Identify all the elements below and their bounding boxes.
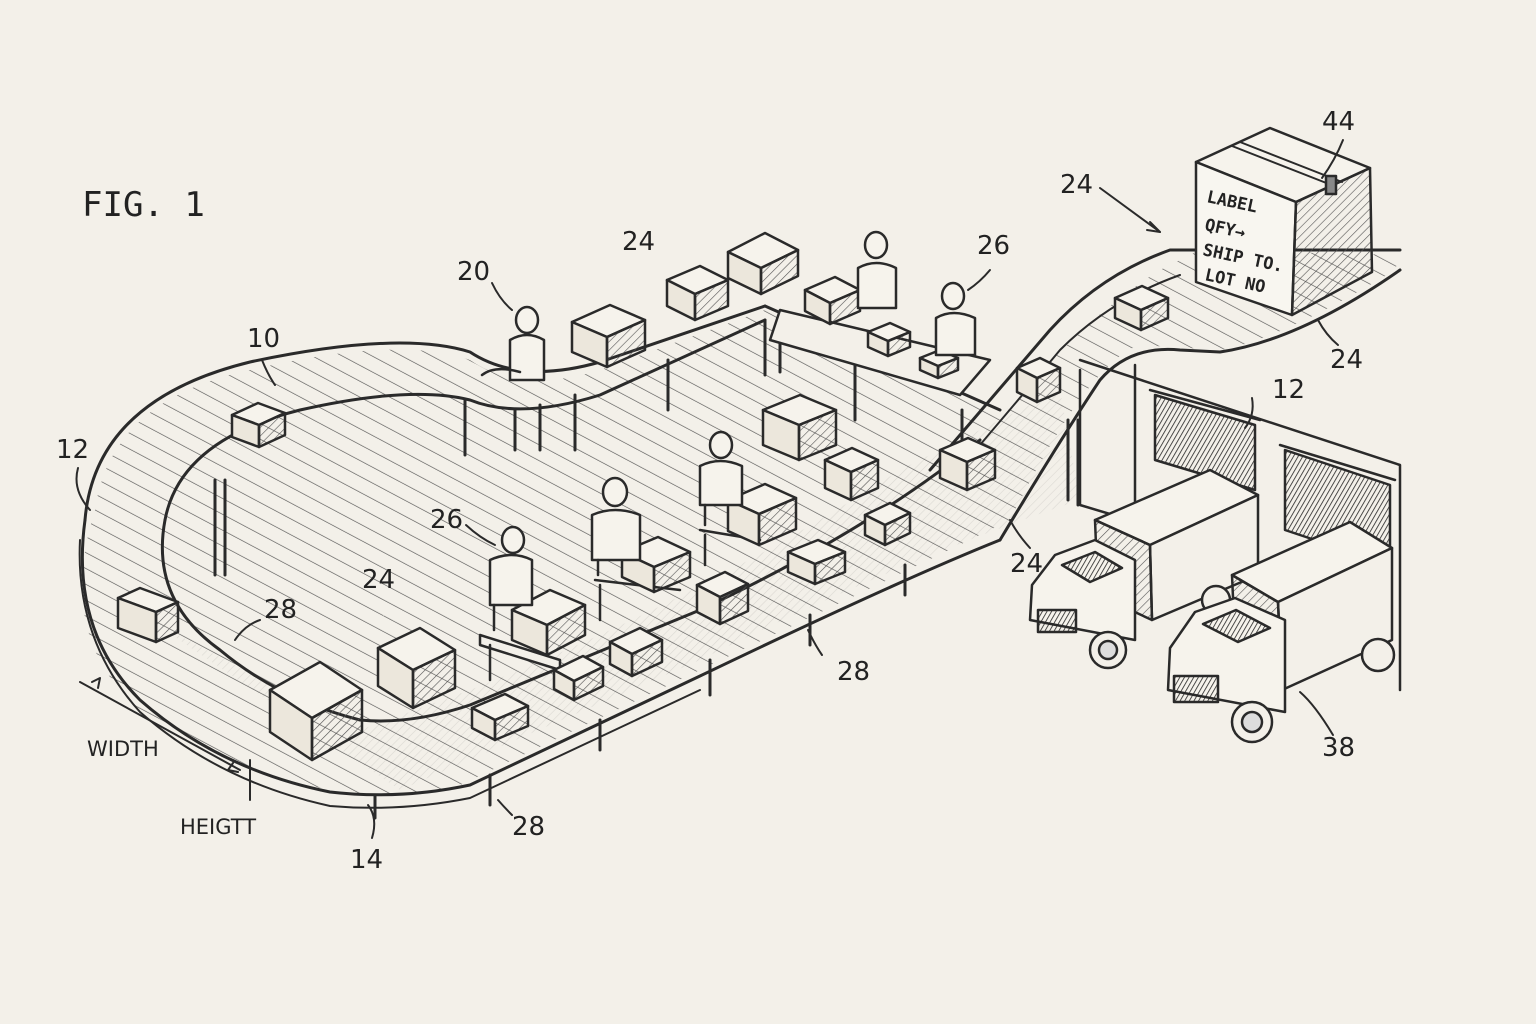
worker-mid-2 bbox=[590, 476, 642, 577]
callout-26-top: 26 bbox=[977, 231, 1010, 261]
box-top-table-1 bbox=[866, 321, 912, 358]
callout-24-floor: 24 bbox=[362, 565, 395, 595]
box-belt-front-4 bbox=[695, 570, 750, 626]
dimension-width-label: WIDTH bbox=[87, 737, 159, 761]
boxes bbox=[116, 126, 1374, 762]
callout-44: 44 bbox=[1322, 107, 1355, 137]
callout-24-top: 24 bbox=[622, 227, 655, 257]
callout-20: 20 bbox=[457, 257, 490, 287]
box-worker-3 bbox=[726, 482, 798, 547]
box-top-row-1 bbox=[570, 303, 647, 369]
callout-12-left: 12 bbox=[56, 435, 89, 465]
box-floor-24 bbox=[376, 626, 457, 710]
callout-28-left: 28 bbox=[264, 595, 297, 625]
box-belt-upper-left bbox=[230, 401, 287, 449]
box-belt-ramp-1 bbox=[938, 436, 997, 492]
box-floor-mid-2 bbox=[823, 446, 880, 502]
callout-24-mid: 24 bbox=[1010, 549, 1043, 579]
box-top-row-2 bbox=[665, 264, 730, 322]
box-belt-front-6 bbox=[863, 501, 912, 547]
workers bbox=[480, 230, 977, 632]
worker-26-top bbox=[934, 281, 977, 357]
truck-back bbox=[1028, 468, 1260, 670]
box-floor-mid-1 bbox=[761, 393, 838, 462]
box-belt-front-1 bbox=[470, 692, 530, 742]
callout-24-arrow: 24 bbox=[1060, 170, 1093, 200]
callout-28-bottom: 28 bbox=[512, 812, 545, 842]
figure-title: FIG. 1 bbox=[82, 185, 205, 225]
box-large-front bbox=[268, 660, 364, 762]
box-belt-front-5 bbox=[786, 538, 847, 586]
box-on-belt-left bbox=[116, 586, 180, 644]
callout-10: 10 bbox=[247, 324, 280, 354]
box-belt-ramp-2 bbox=[1015, 356, 1062, 404]
box-belt-ramp-3 bbox=[1113, 284, 1170, 332]
callout-28-mid: 28 bbox=[837, 657, 870, 687]
worker-top-1 bbox=[856, 230, 898, 310]
box-belt-front-2 bbox=[552, 654, 605, 702]
dimension-height-label: HEIGTT bbox=[180, 815, 256, 839]
box-top-row-3 bbox=[726, 231, 800, 296]
worker-mid-1 bbox=[698, 430, 744, 527]
callout-26-mid: 26 bbox=[430, 505, 463, 535]
support-legs bbox=[213, 318, 1080, 820]
callout-24-right: 24 bbox=[1330, 345, 1363, 375]
callout-38: 38 bbox=[1322, 733, 1355, 763]
worker-20 bbox=[480, 305, 546, 382]
box-worker-1 bbox=[510, 588, 587, 657]
callout-12-dock: 12 bbox=[1272, 375, 1305, 405]
box-belt-front-3 bbox=[608, 626, 664, 678]
truck-front-38 bbox=[1166, 520, 1396, 744]
labeled-shipping-box bbox=[1194, 126, 1374, 317]
callout-14: 14 bbox=[350, 845, 383, 875]
worker-26-mid bbox=[488, 525, 534, 632]
leader-lines bbox=[75, 139, 1344, 839]
